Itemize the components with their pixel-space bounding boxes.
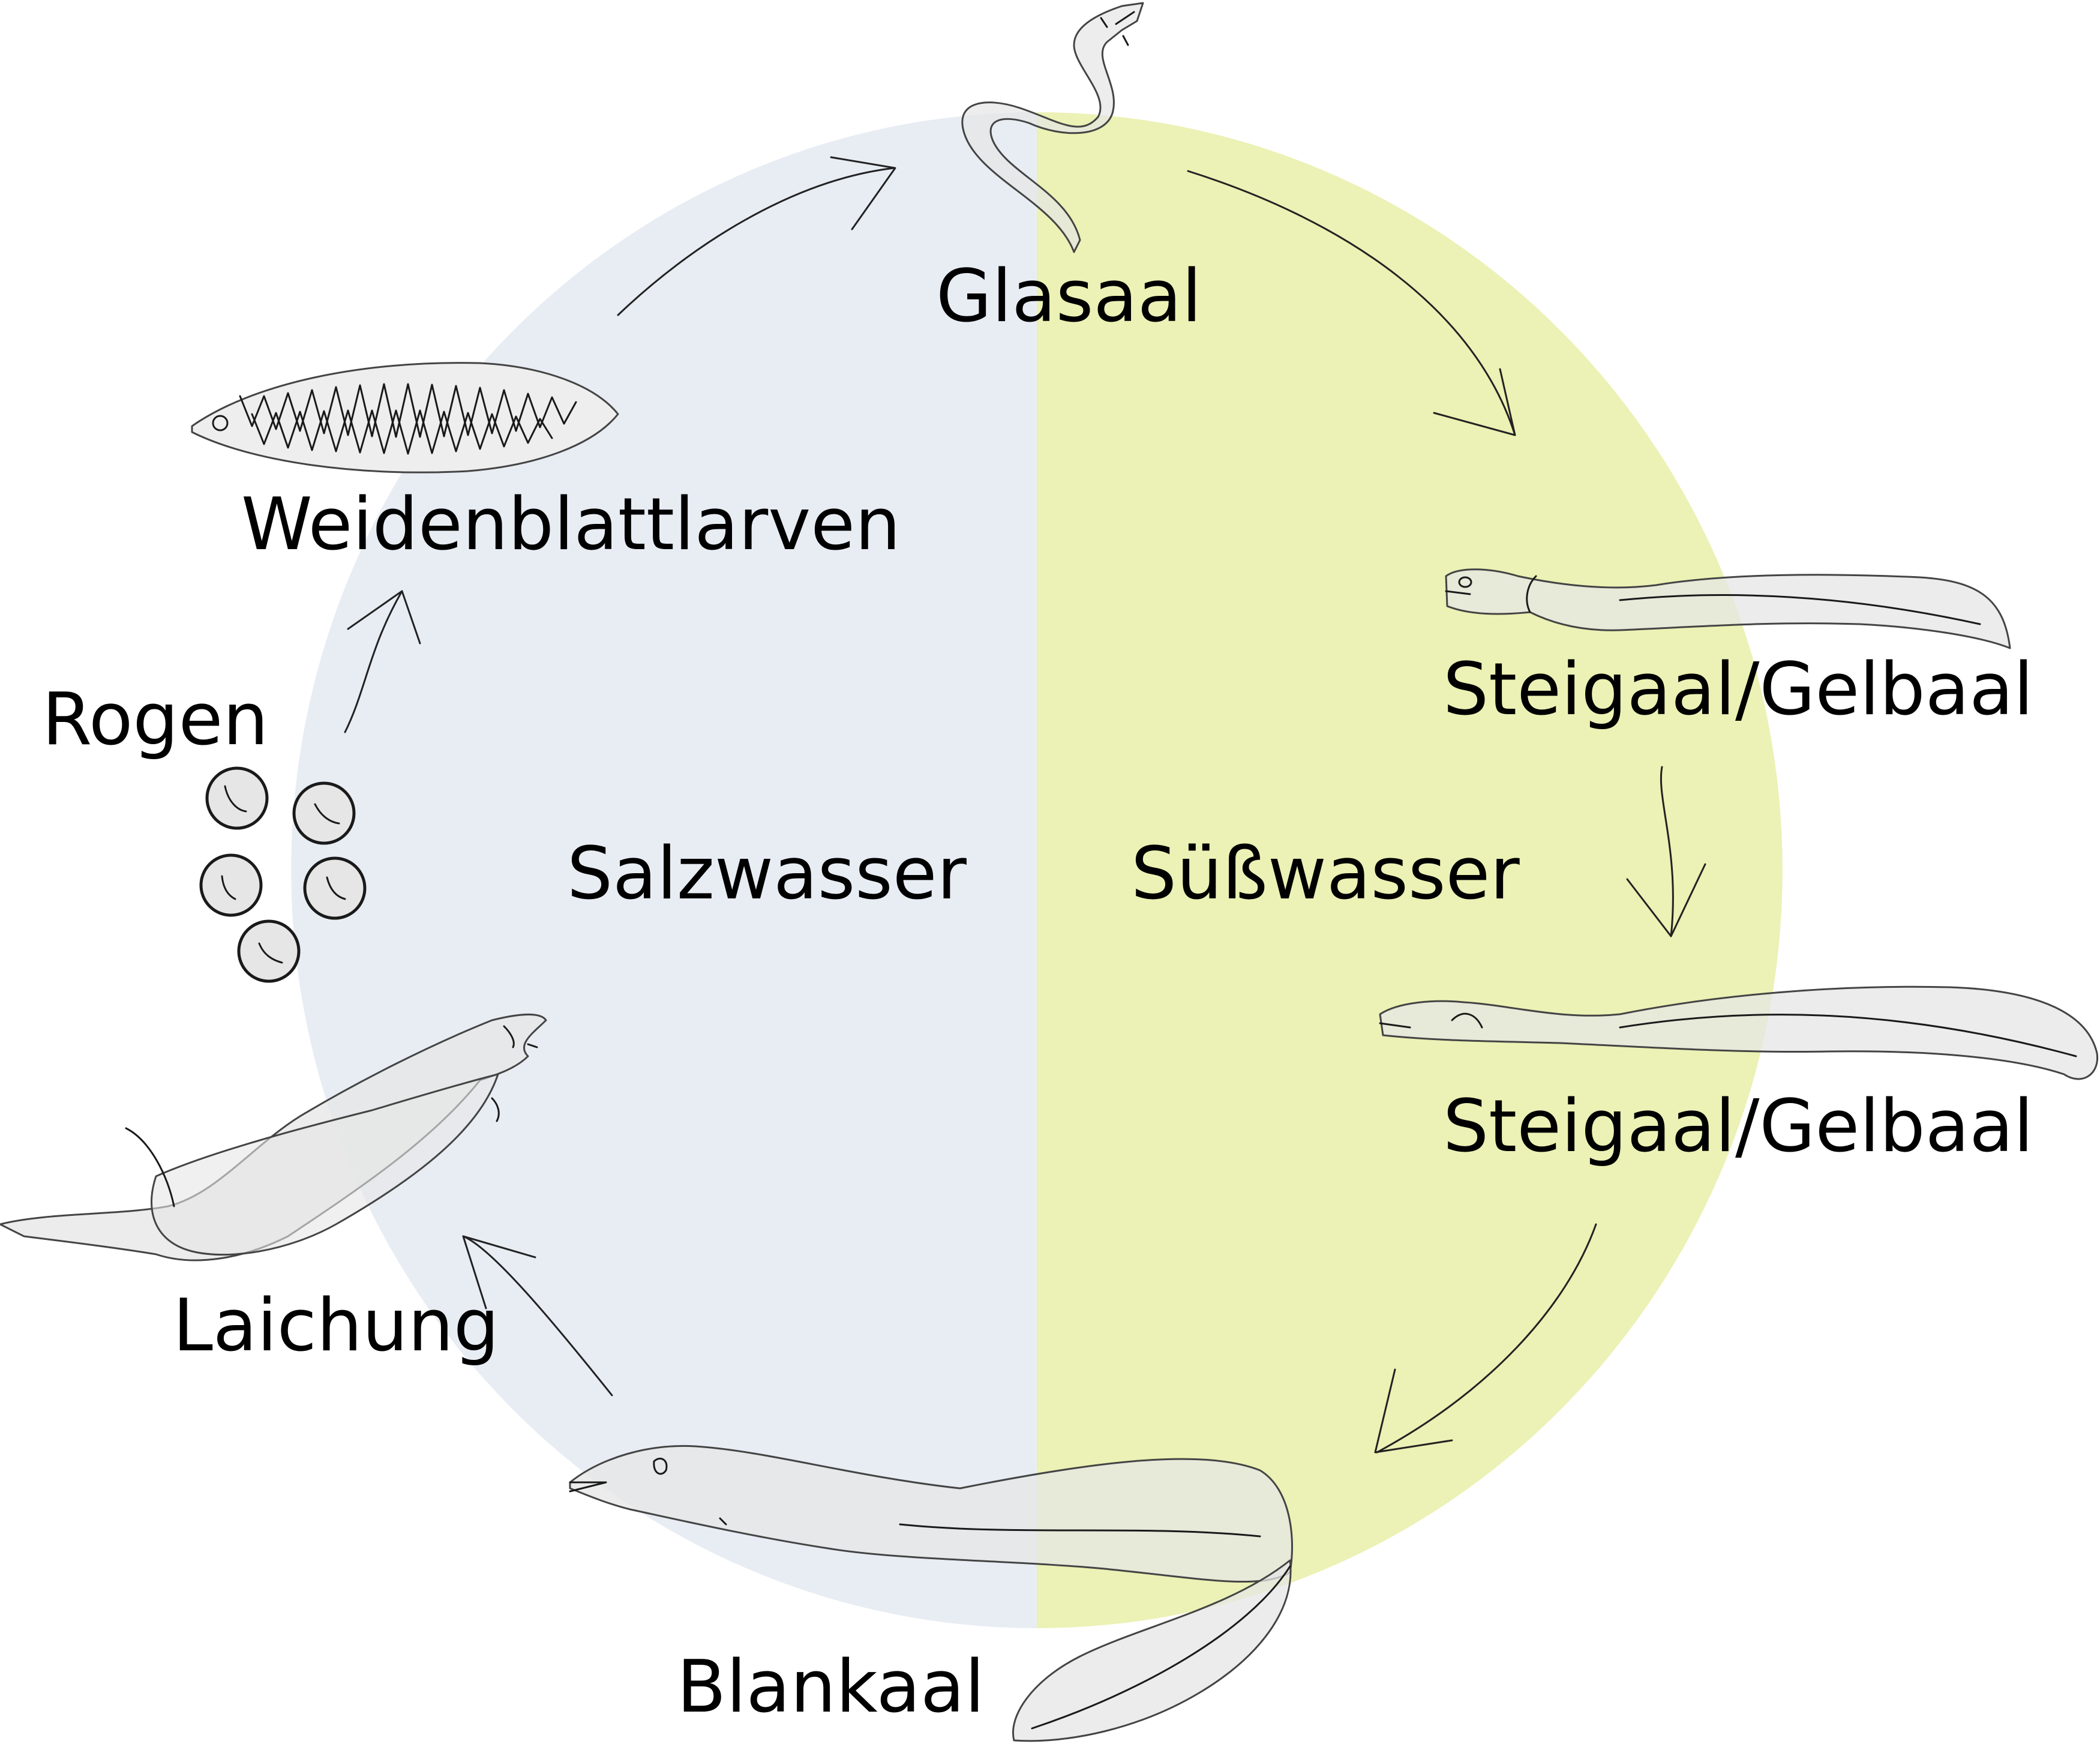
stage-label-eggs: Rogen: [42, 678, 268, 762]
spawning-eels-illustration: [0, 1014, 547, 1261]
stage-label-spawning: Laichung: [173, 1284, 499, 1368]
egg: [237, 919, 301, 983]
arrowhead-yelloweel-to-yelloweel: [1626, 863, 1706, 937]
arrowhead-eggs-to-larvae: [347, 590, 421, 645]
arrow-yelloweel-to-yelloweel: [1660, 766, 1674, 937]
arrow-larvae-to-glasseel: [617, 167, 895, 316]
stage-label-silver-eel: Blankaal: [677, 1646, 985, 1729]
cycle-arrows: [344, 156, 1706, 1454]
arrowhead-yelloweel-to-silvereel: [1374, 1368, 1453, 1454]
egg: [199, 853, 263, 917]
stage-label-yellow-eel-1: Steigaal/Gelbaal: [1443, 648, 2033, 732]
egg: [205, 766, 269, 830]
arrowhead-glasseel-to-yelloweel: [1433, 368, 1516, 436]
freshwater-region: [1037, 112, 1783, 1628]
arrow-eggs-to-larvae: [344, 590, 403, 733]
region-label-saltwater: Salzwasser: [567, 832, 967, 916]
egg: [303, 856, 367, 920]
glass-eel-illustration: [961, 2, 1144, 253]
eggs-illustration: [199, 766, 367, 983]
arrow-glasseel-to-yelloweel: [1187, 170, 1516, 436]
silver-eel-illustration: [569, 1445, 1293, 1742]
arrowhead-larvae-to-glasseel: [830, 156, 896, 230]
arrow-yelloweel-to-silvereel: [1376, 1223, 1597, 1454]
stage-label-larvae: Weidenblattlarven: [241, 483, 901, 567]
region-label-freshwater: Süßwasser: [1131, 832, 1520, 916]
arrowhead-silvereel-to-spawning: [462, 1235, 536, 1310]
saltwater-region: [291, 112, 1037, 1628]
arrow-silvereel-to-spawning: [462, 1235, 613, 1397]
yellow-eel-2-illustration: [1379, 985, 2099, 1080]
yellow-eel-1-illustration: [1445, 568, 2011, 649]
stage-label-yellow-eel-2: Steigaal/Gelbaal: [1443, 1085, 2033, 1168]
larva-illustration: [191, 362, 619, 474]
stage-label-glass-eel: Glasaal: [936, 255, 1202, 338]
egg: [292, 781, 356, 845]
